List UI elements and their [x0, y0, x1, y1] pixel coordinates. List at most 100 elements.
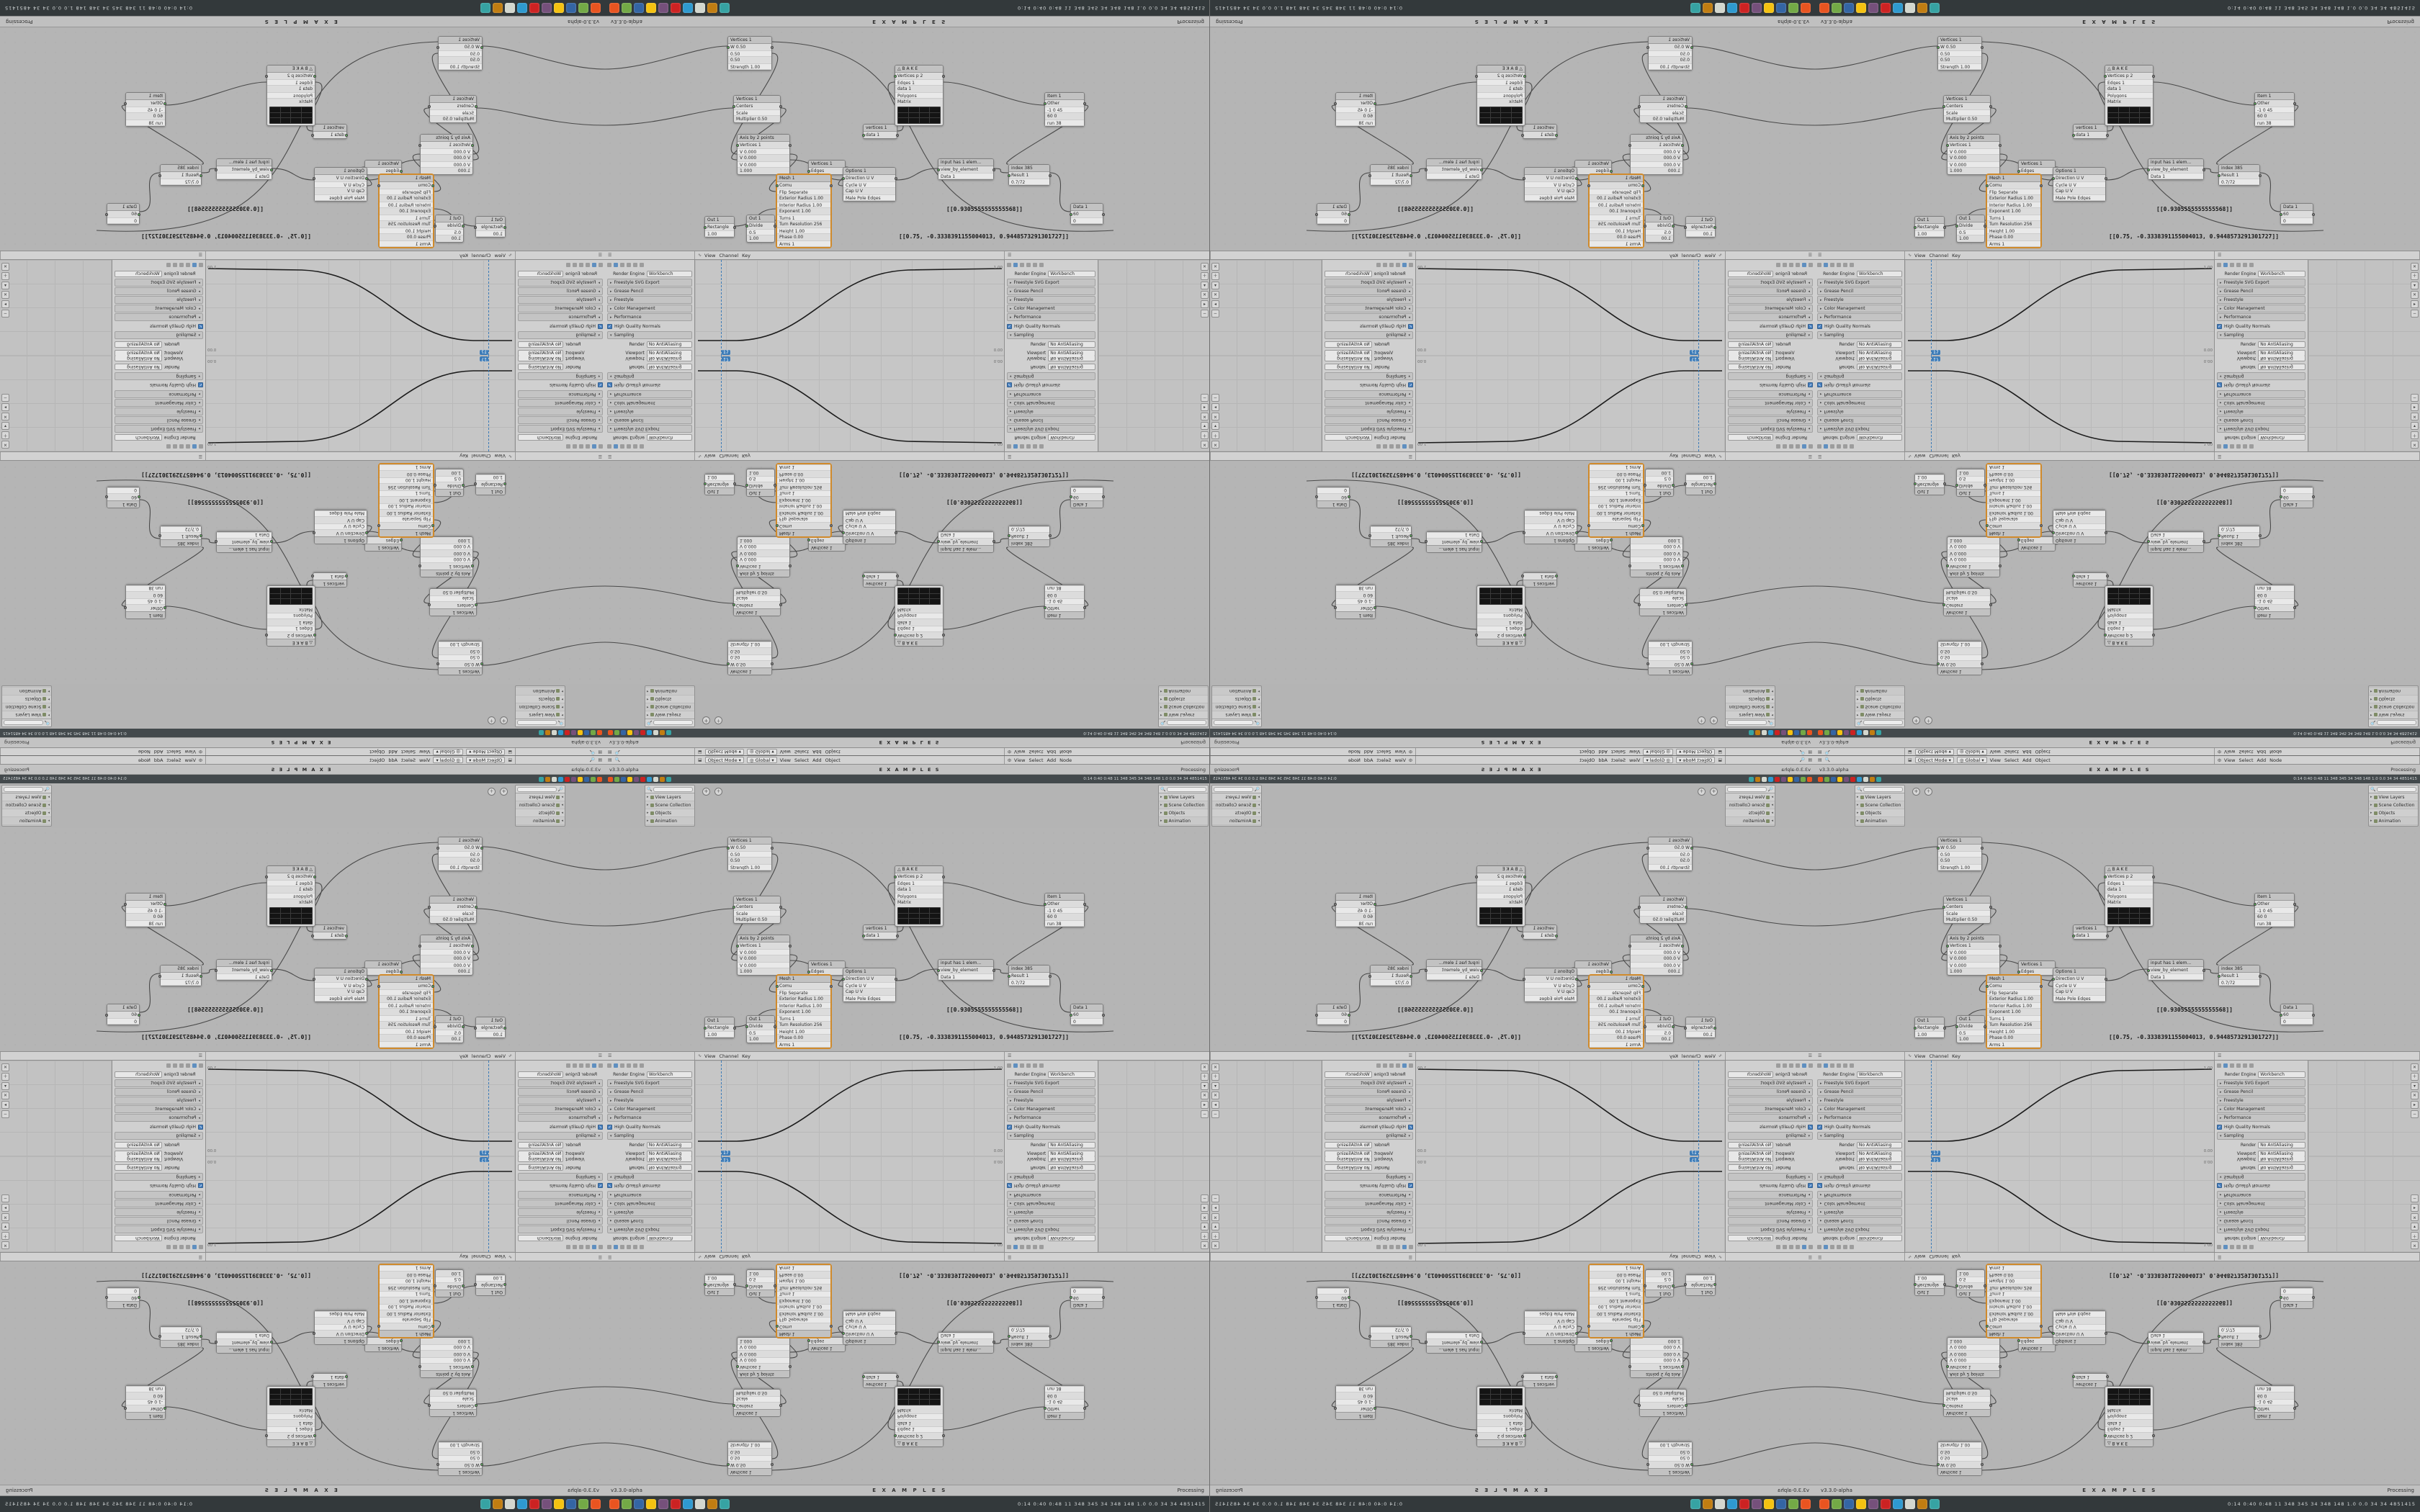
sidebar-toggle-button[interactable]: ✕ — [1201, 263, 1209, 271]
mode-dropdown[interactable]: Object Mode▾ — [1914, 757, 1954, 763]
node-socket-row[interactable]: V 0.000 — [1948, 949, 1999, 955]
node-title[interactable]: Out 1 — [1957, 215, 1984, 222]
node-title[interactable]: Options 1 — [2053, 168, 2105, 175]
node-socket-row[interactable]: 60 — [131, 212, 137, 217]
sidebar-toggle-button[interactable]: − — [2411, 1110, 2419, 1118]
output-socket[interactable] — [1048, 174, 1052, 177]
properties-tab-icon[interactable] — [1809, 444, 1813, 449]
node-title[interactable]: △ B A K E — [895, 866, 943, 873]
menu-item[interactable]: Channel — [471, 1053, 491, 1059]
properties-tab-icon[interactable] — [166, 444, 171, 449]
node-socket-row[interactable]: Phase 0.00 — [1616, 472, 1641, 477]
collapsed-panel[interactable]: ▸Performance — [518, 1114, 603, 1122]
app-icon[interactable] — [658, 3, 668, 13]
node-socket-row[interactable]: Divide — [749, 1284, 763, 1289]
node-socket-row[interactable]: Other — [1047, 1406, 1060, 1411]
properties-tab-icon[interactable] — [1837, 1245, 1841, 1249]
collapsed-panel[interactable]: ▸Performance — [2217, 313, 2305, 321]
node-title[interactable]: Mesh 1 — [1590, 976, 1643, 983]
checkbox[interactable]: ✓ — [198, 1124, 203, 1130]
node-title[interactable]: △ B A K E — [2105, 639, 2153, 646]
input-socket[interactable] — [1913, 482, 1917, 485]
node-socket-row[interactable]: 1.00 — [1915, 230, 1944, 237]
collapsed-panel[interactable]: ▸Performance — [1728, 1191, 1813, 1199]
properties-tab-icon[interactable] — [614, 1245, 618, 1249]
node-socket-row[interactable]: 0.7/72 — [1371, 179, 1411, 185]
output-socket[interactable] — [773, 484, 776, 487]
collapsed-panel[interactable]: ▸Color Management — [1325, 1105, 1413, 1113]
graph-editor[interactable]: 17 1.00 0.00 — [1415, 1156, 1725, 1252]
node-socket-row[interactable]: Exterior Radius 1.00 — [1989, 510, 2033, 516]
node-socket-row[interactable]: Rectangle — [481, 1282, 503, 1287]
collapsed-panel[interactable]: ▸Grease Pencil — [518, 287, 603, 295]
collapsed-panel[interactable]: ▸Grease Pencil — [1728, 1088, 1813, 1096]
input-socket[interactable] — [775, 184, 779, 187]
antialiasing-select[interactable]: No AntiAliasing — [1856, 1141, 1902, 1148]
antialiasing-select[interactable]: No AntiAliasing — [646, 356, 692, 362]
properties-tab-icon[interactable] — [1026, 263, 1031, 267]
collapsed-panel[interactable]: ▸Color Management — [1325, 1200, 1413, 1207]
app-icon[interactable] — [683, 3, 693, 13]
menu-item[interactable]: Key — [1952, 1053, 1960, 1059]
node-socket-row[interactable]: Polygons — [895, 1413, 943, 1420]
node-socket-row[interactable]: 1.000 — [457, 168, 470, 174]
node-title[interactable]: Mesh 1 — [777, 976, 830, 983]
node-socket-row[interactable]: 0.50 — [730, 649, 740, 654]
node-socket-row[interactable]: Comu — [1628, 523, 1641, 528]
node-socket-row[interactable]: Exponent 1.00 — [1609, 1009, 1641, 1014]
input-socket[interactable] — [745, 225, 748, 228]
node-socket-row[interactable]: 0.7/72 — [2219, 526, 2259, 533]
sidebar-toggle-button[interactable]: ▾ — [1201, 1223, 1209, 1230]
editor-type-icon[interactable]: ⬓ — [1718, 750, 1722, 755]
sidebar-toggle-button[interactable]: ✕ — [1201, 291, 1209, 299]
node-socket-row[interactable]: Result 1 — [1391, 1334, 1409, 1339]
antialiasing-select[interactable]: No AntiAliasing — [2258, 1141, 2305, 1148]
app-icon[interactable] — [1801, 776, 1806, 782]
node-socket-row[interactable]: Phase 0.00 — [1616, 1272, 1641, 1277]
outliner-row[interactable]: ▸Objects — [645, 695, 694, 703]
collapsed-panel[interactable]: ▸Performance — [1325, 390, 1413, 398]
node-title[interactable]: input has 1 elem... — [2148, 960, 2203, 967]
node-socket-row[interactable]: Cap U V — [1557, 989, 1574, 994]
menu-item[interactable]: View — [1014, 757, 1026, 763]
input-socket[interactable] — [1936, 847, 1940, 850]
search-icon[interactable]: 🔍 — [614, 750, 621, 755]
node-socket-row[interactable]: Polygons — [1477, 1413, 1525, 1420]
node-socket-row[interactable]: Strength 1.00 — [728, 642, 771, 648]
properties-tab-icon[interactable] — [614, 263, 618, 267]
node-socket-row[interactable]: Arms 1 — [777, 1265, 830, 1272]
node-title[interactable]: Vertices 1 — [734, 96, 780, 103]
properties-tab-icon[interactable] — [1837, 263, 1841, 267]
node-socket-row[interactable]: Exponent 1.00 — [1609, 498, 1641, 503]
node-socket-row[interactable]: Exterior Radius 1.00 — [387, 196, 431, 201]
node-socket-row[interactable]: 0.7/72 — [1371, 526, 1411, 533]
menu-item[interactable]: Key — [742, 1053, 750, 1059]
sidebar-toggle-button[interactable]: ▾ — [1201, 282, 1209, 289]
app-icon[interactable] — [646, 1499, 656, 1509]
node-socket-row[interactable]: Flip Separate — [1590, 1317, 1643, 1323]
sidebar-toggle-button[interactable]: ▸ — [2411, 1204, 2419, 1212]
node-socket-row[interactable]: 1.00 — [1686, 1275, 1715, 1282]
properties-tab-icon[interactable] — [2249, 1063, 2254, 1068]
zoom-gizmo-icon[interactable]: ＋ — [714, 716, 722, 724]
node-socket-row[interactable]: Interior Radius 1.00 — [777, 1002, 830, 1009]
outliner-row[interactable]: ▸Animation — [516, 817, 565, 825]
render-engine-select[interactable]: Workbench — [1728, 434, 1774, 441]
menu-item[interactable]: Select — [794, 749, 810, 755]
node-editor-icon[interactable]: 🜨 — [1408, 749, 1412, 755]
collapsed-panel[interactable]: ▸Freestyle SVG Export — [1817, 279, 1902, 287]
